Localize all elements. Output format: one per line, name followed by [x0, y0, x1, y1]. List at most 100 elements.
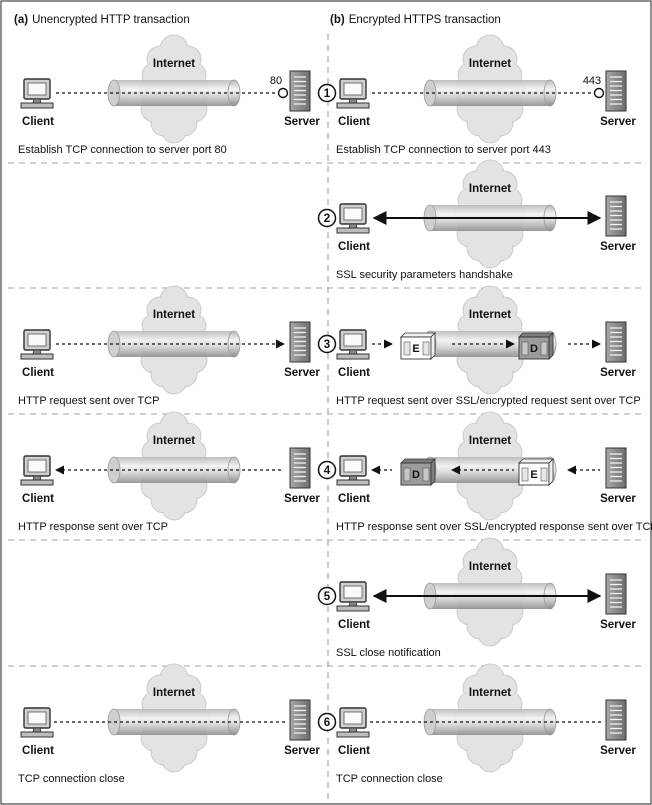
cloud-fill — [479, 371, 501, 393]
cloud-fill — [473, 303, 507, 337]
internet-label: Internet — [469, 58, 511, 70]
pipe-body — [114, 457, 234, 483]
step-number-badge: 1 — [317, 83, 337, 103]
box-side — [430, 332, 436, 360]
monitor-screen — [343, 207, 363, 221]
box-top — [518, 332, 554, 338]
internet-label: Internet — [469, 309, 511, 321]
monitor-screen — [27, 333, 47, 347]
client-computer-icon — [20, 707, 54, 738]
box-side — [548, 332, 554, 360]
pipe-end-right — [227, 330, 241, 358]
step-caption: HTTP response sent over TCP — [18, 521, 168, 533]
internet-cloud — [454, 537, 526, 647]
server-label: Server — [600, 619, 636, 631]
client-label: Client — [338, 493, 370, 505]
box-slot-left — [403, 341, 411, 356]
monitor-stand — [348, 475, 358, 481]
step-caption: SSL security parameters handshake — [336, 269, 513, 281]
port-socket — [277, 87, 289, 99]
monitor-stand — [32, 727, 42, 733]
client-label: Client — [22, 745, 54, 757]
step-caption: Establish TCP connection to server port … — [18, 144, 227, 156]
step-number-badge: 5 — [317, 586, 337, 606]
client-label: Client — [338, 745, 370, 757]
monitor-stand — [348, 349, 358, 355]
box-slot-left — [521, 467, 529, 482]
server-label: Server — [600, 116, 636, 128]
server-tower-icon — [289, 70, 311, 112]
monitor-stand — [32, 349, 42, 355]
cloud-fill — [479, 749, 501, 771]
server-label: Server — [600, 241, 636, 253]
monitor-screen — [27, 459, 47, 473]
internet-label: Internet — [469, 561, 511, 573]
pipe-end-left — [107, 456, 121, 484]
pipe-end-left — [107, 330, 121, 358]
encrypted-box: E — [518, 458, 554, 486]
box-letter: E — [530, 469, 537, 481]
step-caption: HTTP request sent over SSL/encrypted req… — [336, 395, 641, 407]
port-label: 443 — [583, 75, 601, 87]
step-number-badge: 4 — [317, 460, 337, 480]
monitor-stand — [348, 601, 358, 607]
server-label: Server — [600, 367, 636, 379]
cloud-fill — [157, 52, 191, 86]
monitor-screen — [343, 585, 363, 599]
step-number: 3 — [324, 339, 330, 351]
step-number: 1 — [324, 88, 331, 100]
step-number-badge: 3 — [317, 334, 337, 354]
panel-a-header: (a)Unencrypted HTTP transaction — [14, 14, 190, 26]
step-caption: TCP connection close — [18, 773, 125, 785]
internet-label: Internet — [469, 687, 511, 699]
step-circle — [317, 83, 337, 103]
box-letter: D — [530, 343, 538, 355]
panel-b-header: (b)Encrypted HTTPS transaction — [330, 14, 501, 26]
keyboard — [336, 227, 370, 234]
step-caption: SSL close notification — [336, 647, 441, 659]
server-tower-icon — [605, 699, 627, 741]
keyboard — [20, 102, 54, 109]
monitor-stand — [348, 223, 358, 229]
pipe-end-right — [227, 456, 241, 484]
client-label: Client — [338, 367, 370, 379]
step-caption: HTTP response sent over SSL/encrypted re… — [336, 521, 652, 533]
cloud-fill — [163, 497, 185, 519]
step-caption: Establish TCP connection to server port … — [336, 144, 551, 156]
decrypted-box: D — [518, 332, 554, 360]
cloud-fill — [473, 52, 507, 86]
monitor-screen — [343, 82, 363, 96]
box-top — [518, 458, 554, 464]
box-slot-left — [403, 467, 411, 482]
monitor-screen — [343, 711, 363, 725]
client-computer-icon — [336, 78, 370, 109]
internet-label: Internet — [153, 687, 195, 699]
step-number-badge: 2 — [317, 208, 337, 228]
server-label: Server — [284, 367, 320, 379]
server-tower-icon — [605, 195, 627, 237]
server-tower-icon — [605, 573, 627, 615]
port-label: 80 — [270, 75, 282, 87]
monitor-screen — [27, 711, 47, 725]
server-label: Server — [284, 116, 320, 128]
step-caption: TCP connection close — [336, 773, 443, 785]
step-caption: HTTP request sent over TCP — [18, 395, 159, 407]
internet-label: Internet — [469, 183, 511, 195]
client-label: Client — [22, 367, 54, 379]
step-number: 5 — [324, 591, 331, 603]
box-top — [400, 332, 436, 338]
box-slot-right — [422, 341, 430, 356]
server-tower-icon — [605, 321, 627, 363]
server-tower-icon — [289, 321, 311, 363]
cloud-fill — [479, 120, 501, 142]
server-tower-icon — [289, 447, 311, 489]
pipe-body — [114, 331, 234, 357]
monitor-screen — [343, 333, 363, 347]
cloud-fill — [157, 303, 191, 337]
